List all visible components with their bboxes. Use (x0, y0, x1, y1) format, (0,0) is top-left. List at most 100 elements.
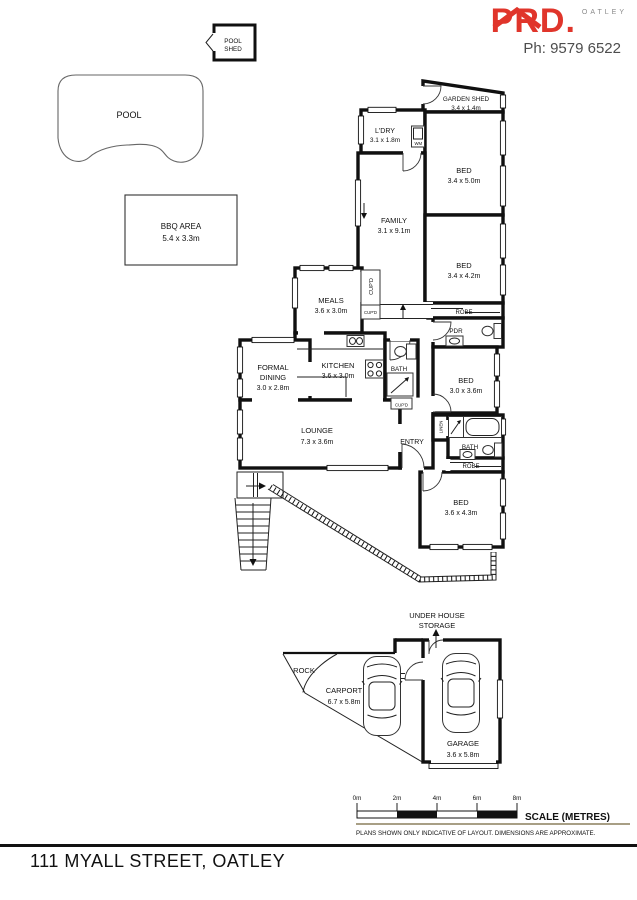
wall-openings (252, 86, 451, 475)
window (236, 378, 244, 398)
bath1-label: BATH (391, 366, 408, 373)
door-arc (402, 152, 422, 172)
window (499, 512, 507, 540)
stairs-and-path (234, 471, 497, 583)
window (499, 94, 507, 109)
scale-bar: 0m 2m 4m 6m 8m SCALE (METRES) PLANS SHOW… (353, 795, 630, 837)
hallway (376, 304, 433, 319)
window (236, 437, 244, 461)
roof-icon (492, 6, 542, 30)
bbq-dim: 5.4 x 3.3m (162, 234, 200, 243)
scale-tick-4: 4m (433, 795, 442, 802)
scale-tick-0: 0m (353, 795, 362, 802)
room-bed1 (423, 110, 505, 217)
window (496, 679, 504, 719)
windows (236, 94, 507, 551)
phone-number: Ph: 9579 6522 (523, 40, 621, 57)
carport-dim: 6.7 x 5.8m (328, 699, 361, 706)
basin-icon (445, 335, 464, 347)
door-arc (432, 393, 452, 413)
rock-label: ROCK (293, 666, 315, 675)
sliding-door-arrow (361, 203, 367, 219)
garage-label: GARAGE (447, 739, 479, 748)
kitchen-sink-icon (346, 335, 365, 347)
under-house-label1: UNDER HOUSE (409, 611, 464, 620)
window (236, 409, 244, 435)
door-arc (422, 85, 442, 105)
laundry-label: L'DRY (375, 128, 395, 135)
window (299, 264, 325, 272)
lower-labels: UNDER HOUSE STORAGE ROCK CARPORT 6.7 x 5… (293, 611, 479, 759)
pool-shed-label: POOL (224, 38, 242, 45)
room-bed3 (431, 345, 499, 415)
dining-label1: FORMAL (257, 363, 288, 372)
family-label: FAMILY (381, 216, 407, 225)
kitchen-label: KITCHEN (322, 361, 355, 370)
dining-dim: 3.0 x 2.8m (257, 385, 290, 392)
pool: POOL (57, 74, 204, 163)
garage-door (428, 763, 499, 769)
window (357, 115, 365, 145)
window (499, 165, 507, 207)
door-arc (404, 661, 424, 681)
under-house-label2: STORAGE (419, 621, 456, 630)
bathtub-icon (463, 416, 502, 438)
property-address: 111 MYALL STREET, OATLEY (30, 851, 286, 871)
meals-dim: 3.6 x 3.0m (315, 308, 348, 315)
window (251, 336, 295, 344)
garage-dim: 3.6 x 5.8m (447, 752, 480, 759)
basin-icon (459, 449, 476, 460)
pool-shed-door-arrow (205, 33, 214, 52)
agency-header: PRD. OATLEY Ph: 9579 6522 (491, 4, 627, 57)
shower-icon (448, 416, 464, 438)
window (367, 106, 397, 113)
pool-label: POOL (116, 110, 141, 120)
room-bed4 (418, 470, 505, 549)
family-dim: 3.1 x 9.1m (378, 228, 411, 235)
toilet-icon (482, 442, 503, 458)
room-bed2 (423, 213, 505, 305)
linen-label: LINEN (439, 421, 444, 434)
door-arc (428, 639, 444, 655)
fixtures (297, 125, 503, 467)
scale-tick-6: 6m (473, 795, 482, 802)
stairs (234, 497, 272, 571)
toilet-icon (481, 323, 502, 339)
carport-edge (282, 653, 423, 763)
door-arc (432, 321, 452, 341)
window (493, 380, 501, 408)
brand-sub-label: OATLEY (581, 9, 627, 16)
bath2-label: BATH (462, 444, 479, 451)
lounge-dim: 7.3 x 3.6m (301, 439, 334, 446)
washing-machine-icon (411, 125, 425, 148)
room-labels: GARDEN SHED 3.4 x 1.4m L'DRY 3.1 x 1.8m … (257, 96, 490, 517)
garage-block (282, 629, 504, 769)
cupd-label: CUP'D (369, 278, 375, 295)
cupboards (360, 269, 413, 410)
pool-shed-label2: SHED (224, 46, 242, 53)
kitchen-dim: 3.6 x 3.0m (322, 373, 355, 380)
window (493, 353, 501, 377)
carport-label: CARPORT (326, 686, 363, 695)
bed4-dim: 3.6 x 4.3m (445, 510, 478, 517)
kitchen-bench2 (297, 376, 347, 397)
bed3-dim: 3.0 x 3.6m (450, 388, 483, 395)
door-arc (422, 471, 443, 492)
door-arc (401, 443, 425, 469)
robe-rails (431, 308, 501, 467)
bbq-label: BBQ AREA (161, 222, 202, 231)
stove-icon (365, 359, 384, 379)
bed2-label: BED (456, 261, 472, 270)
window (499, 120, 507, 156)
window (499, 478, 507, 507)
window (354, 179, 362, 227)
shower-icon (386, 372, 414, 397)
window (326, 464, 389, 472)
room-pdr (431, 316, 505, 349)
meals-label: MEALS (318, 296, 343, 305)
toilet-icon (394, 343, 417, 360)
window (429, 543, 459, 551)
window (291, 277, 299, 309)
disclaimer-text: PLANS SHOWN ONLY INDICATIVE OF LAYOUT. D… (356, 830, 596, 837)
